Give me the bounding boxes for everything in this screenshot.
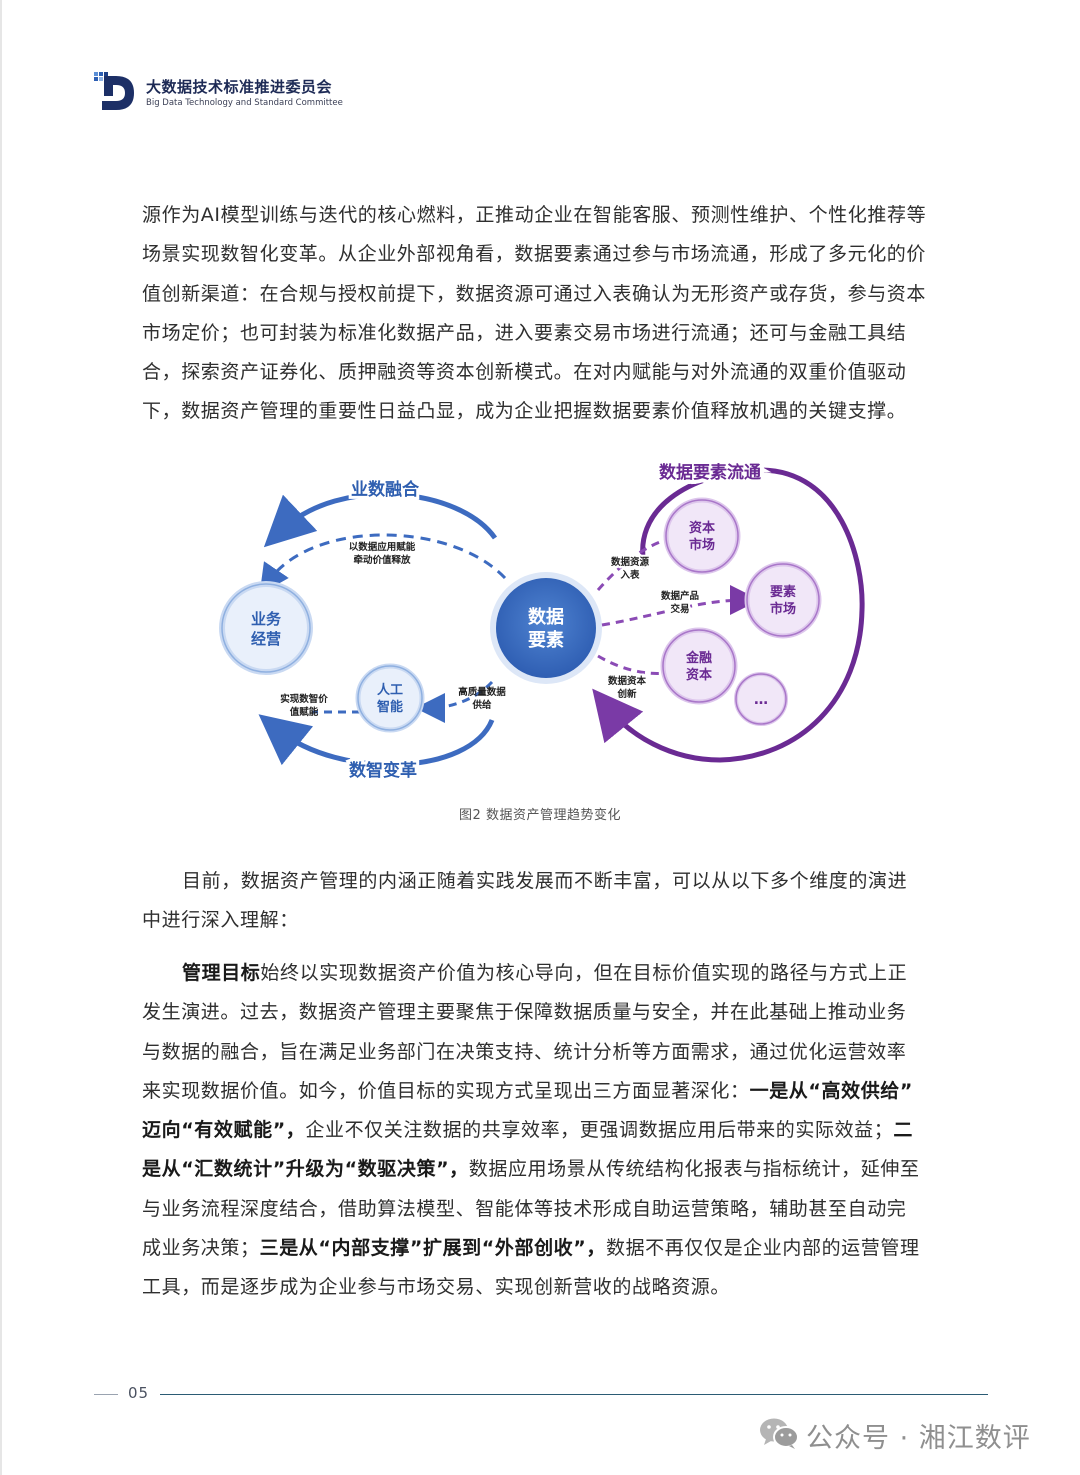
bdc-logo-icon bbox=[94, 72, 134, 110]
label-drive-2: 牵动价值释放 bbox=[353, 554, 411, 566]
text-line: 与数据的融合，旨在满足业务部门在决策支持、统计分析等方面需求，通过优化运营效率 bbox=[142, 1040, 907, 1063]
resource-dashed bbox=[596, 540, 661, 591]
footer-rule-right bbox=[160, 1394, 988, 1395]
text-run: 数据应用场景从传统结构化报表与指标统计，延伸至 bbox=[468, 1158, 920, 1181]
text-line: 中进行深入理解： bbox=[142, 909, 299, 932]
data-asset-trend-diagram: 业数融合 数智变革 以数据应用赋能 牵动价值释放 高质量数据 供给 实现数智价 … bbox=[219, 458, 865, 784]
label-empower-1: 实现数智价 bbox=[280, 693, 328, 705]
wechat-watermark: 公众号 · 湘江数评 bbox=[758, 1414, 1058, 1454]
header: 大数据技术标准推进委员会 Big Data Technology and Sta… bbox=[94, 68, 394, 116]
supply-dashed-line bbox=[415, 680, 494, 723]
paragraph-3: 管理目标始终以实现数据资产价值为核心导向，但在目标价值实现的路径与方式上正 发生… bbox=[142, 954, 942, 1308]
text-run: 成业务决策； bbox=[142, 1237, 260, 1260]
digital-transform-label: 数智变革 bbox=[349, 760, 417, 781]
right-title: 数据要素流通 bbox=[659, 462, 761, 483]
text-line: 合，探索资产证券化、质押融资等资本创新模式。在对内赋能与对外流通的双重价值驱动 bbox=[142, 361, 907, 384]
label-supply-2: 供给 bbox=[471, 699, 492, 711]
business-node-label-2: 经营 bbox=[251, 630, 281, 648]
text-line: 是从“汇数统计”升级为“数驱决策”，数据应用场景从传统结构化报表与指标统计，延伸… bbox=[142, 1150, 942, 1189]
product-dashed bbox=[601, 585, 760, 627]
finance-capital-label-1: 金融 bbox=[685, 650, 712, 666]
paragraph-2: 目前，数据资产管理的内涵正随着实践发展而不断丰富，可以从以下多个维度的演进 中进… bbox=[142, 862, 942, 941]
text-line: 来实现数据价值。如今，价值目标的实现方式呈现出三方面显著深化：一是从“高效供给” bbox=[142, 1072, 942, 1111]
capital-market-label-2: 市场 bbox=[689, 537, 715, 553]
label-capital-1: 数据资本 bbox=[607, 675, 647, 687]
label-drive-1: 以数据应用赋能 bbox=[349, 541, 416, 553]
text-line: 工具，而是逐步成为企业参与市场交易、实现创新营收的战略资源。 bbox=[142, 1276, 731, 1299]
factor-market-label-1: 要素 bbox=[770, 584, 796, 600]
text-line: 市场定价；也可封装为标准化数据产品，进入要素交易市场进行流通；还可与金融工具结 bbox=[142, 321, 907, 344]
text-line: 迈向“有效赋能”，企业不仅关注数据的共享效率，更强调数据应用后带来的实际效益；二 bbox=[142, 1111, 942, 1150]
text-line: 源作为AI模型训练与迭代的核心燃料，正推动企业在智能客服、预测性维护、个性化推荐… bbox=[142, 204, 927, 226]
more-node-label: … bbox=[754, 692, 768, 708]
text-line: 值创新渠道：在合规与授权前提下，数据资源可通过入表确认为无形资产或存货，参与资本 bbox=[142, 282, 927, 305]
digital-transform-arc bbox=[258, 714, 495, 768]
text-run: 数据不再仅仅是企业内部的运营管理 bbox=[605, 1237, 920, 1260]
bold-run: 三是从“内部支撑”扩展到“外部创收”， bbox=[259, 1237, 606, 1260]
label-product-1: 数据产品 bbox=[660, 590, 699, 602]
page-edge bbox=[0, 0, 2, 1475]
text-line: 场景实现数智化变革。从企业外部视角看，数据要素通过参与市场流通，形成了多元化的价 bbox=[142, 243, 927, 266]
center-node-label-1: 数据 bbox=[528, 606, 564, 628]
text-line: 成业务决策；三是从“内部支撑”扩展到“外部创收”，数据不再仅仅是企业内部的运营管… bbox=[142, 1229, 942, 1268]
text-line: 与业务流程深度结合，借助算法模型、智能体等技术形成自助运营策略，辅助甚至自动完 bbox=[142, 1197, 907, 1220]
label-resource-2: 入表 bbox=[619, 569, 640, 581]
business-fusion-label: 业数融合 bbox=[351, 479, 420, 500]
capital-dashed bbox=[597, 654, 671, 675]
wechat-icon bbox=[760, 1418, 799, 1449]
bold-run: 是从“汇数统计”升级为“数驱决策”， bbox=[142, 1158, 469, 1181]
text-run: 来实现数据价值。如今，价值目标的实现方式呈现出三方面显著深化： bbox=[142, 1079, 750, 1102]
ai-node-label-1: 人工 bbox=[377, 682, 403, 698]
center-node-label-2: 要素 bbox=[528, 630, 564, 651]
ai-node-label-2: 智能 bbox=[377, 699, 403, 715]
bold-run: 二 bbox=[893, 1119, 913, 1142]
text-run: 企业不仅关注数据的共享效率，更强调数据应用后带来的实际效益； bbox=[305, 1119, 894, 1142]
label-product-2: 交易 bbox=[670, 603, 689, 615]
figure-caption: 图2 数据资产管理趋势变化 bbox=[459, 808, 621, 823]
bold-run: 一是从“高效供给” bbox=[749, 1079, 913, 1102]
watermark-text: 公众号 · 湘江数评 bbox=[806, 1423, 1031, 1454]
business-fusion-arc bbox=[263, 491, 498, 548]
page-number: 05 bbox=[128, 1384, 150, 1402]
text-run: 始终以实现数据资产价值为核心导向，但在目标价值实现的路径与方式上正 bbox=[260, 962, 908, 984]
bold-run: 迈向“有效赋能”， bbox=[142, 1119, 306, 1142]
label-resource-1: 数据资源 bbox=[610, 556, 650, 568]
org-name-cn: 大数据技术标准推进委员会 bbox=[146, 78, 333, 96]
label-capital-2: 创新 bbox=[616, 688, 637, 700]
capital-market-label-1: 资本 bbox=[689, 520, 715, 536]
org-name-en: Big Data Technology and Standard Committ… bbox=[146, 98, 343, 108]
text-line: 发生演进。过去，数据资产管理主要聚焦于保障数据质量与安全，并在此基础上推动业务 bbox=[142, 1001, 907, 1024]
circulation-ring bbox=[592, 467, 865, 763]
bold-term: 管理目标 bbox=[182, 962, 261, 984]
text-line: 下，数据资产管理的重要性日益凸显，成为企业把握数据要素价值释放机遇的关键支撑。 bbox=[142, 400, 907, 423]
footer-rule-left bbox=[94, 1394, 118, 1395]
label-empower-2: 值赋能 bbox=[290, 706, 319, 718]
business-node-label-1: 业务 bbox=[251, 610, 282, 628]
text-line: 目前，数据资产管理的内涵正随着实践发展而不断丰富，可以从以下多个维度的演进 bbox=[182, 870, 908, 892]
factor-market-label-2: 市场 bbox=[770, 601, 796, 617]
label-supply-1: 高质量数据 bbox=[458, 686, 506, 698]
intro-paragraph: 源作为AI模型训练与迭代的核心燃料，正推动企业在智能客服、预测性维护、个性化推荐… bbox=[142, 196, 942, 432]
text-line: 管理目标始终以实现数据资产价值为核心导向，但在目标价值实现的路径与方式上正 bbox=[142, 954, 942, 993]
finance-capital-label-2: 资本 bbox=[686, 667, 712, 683]
